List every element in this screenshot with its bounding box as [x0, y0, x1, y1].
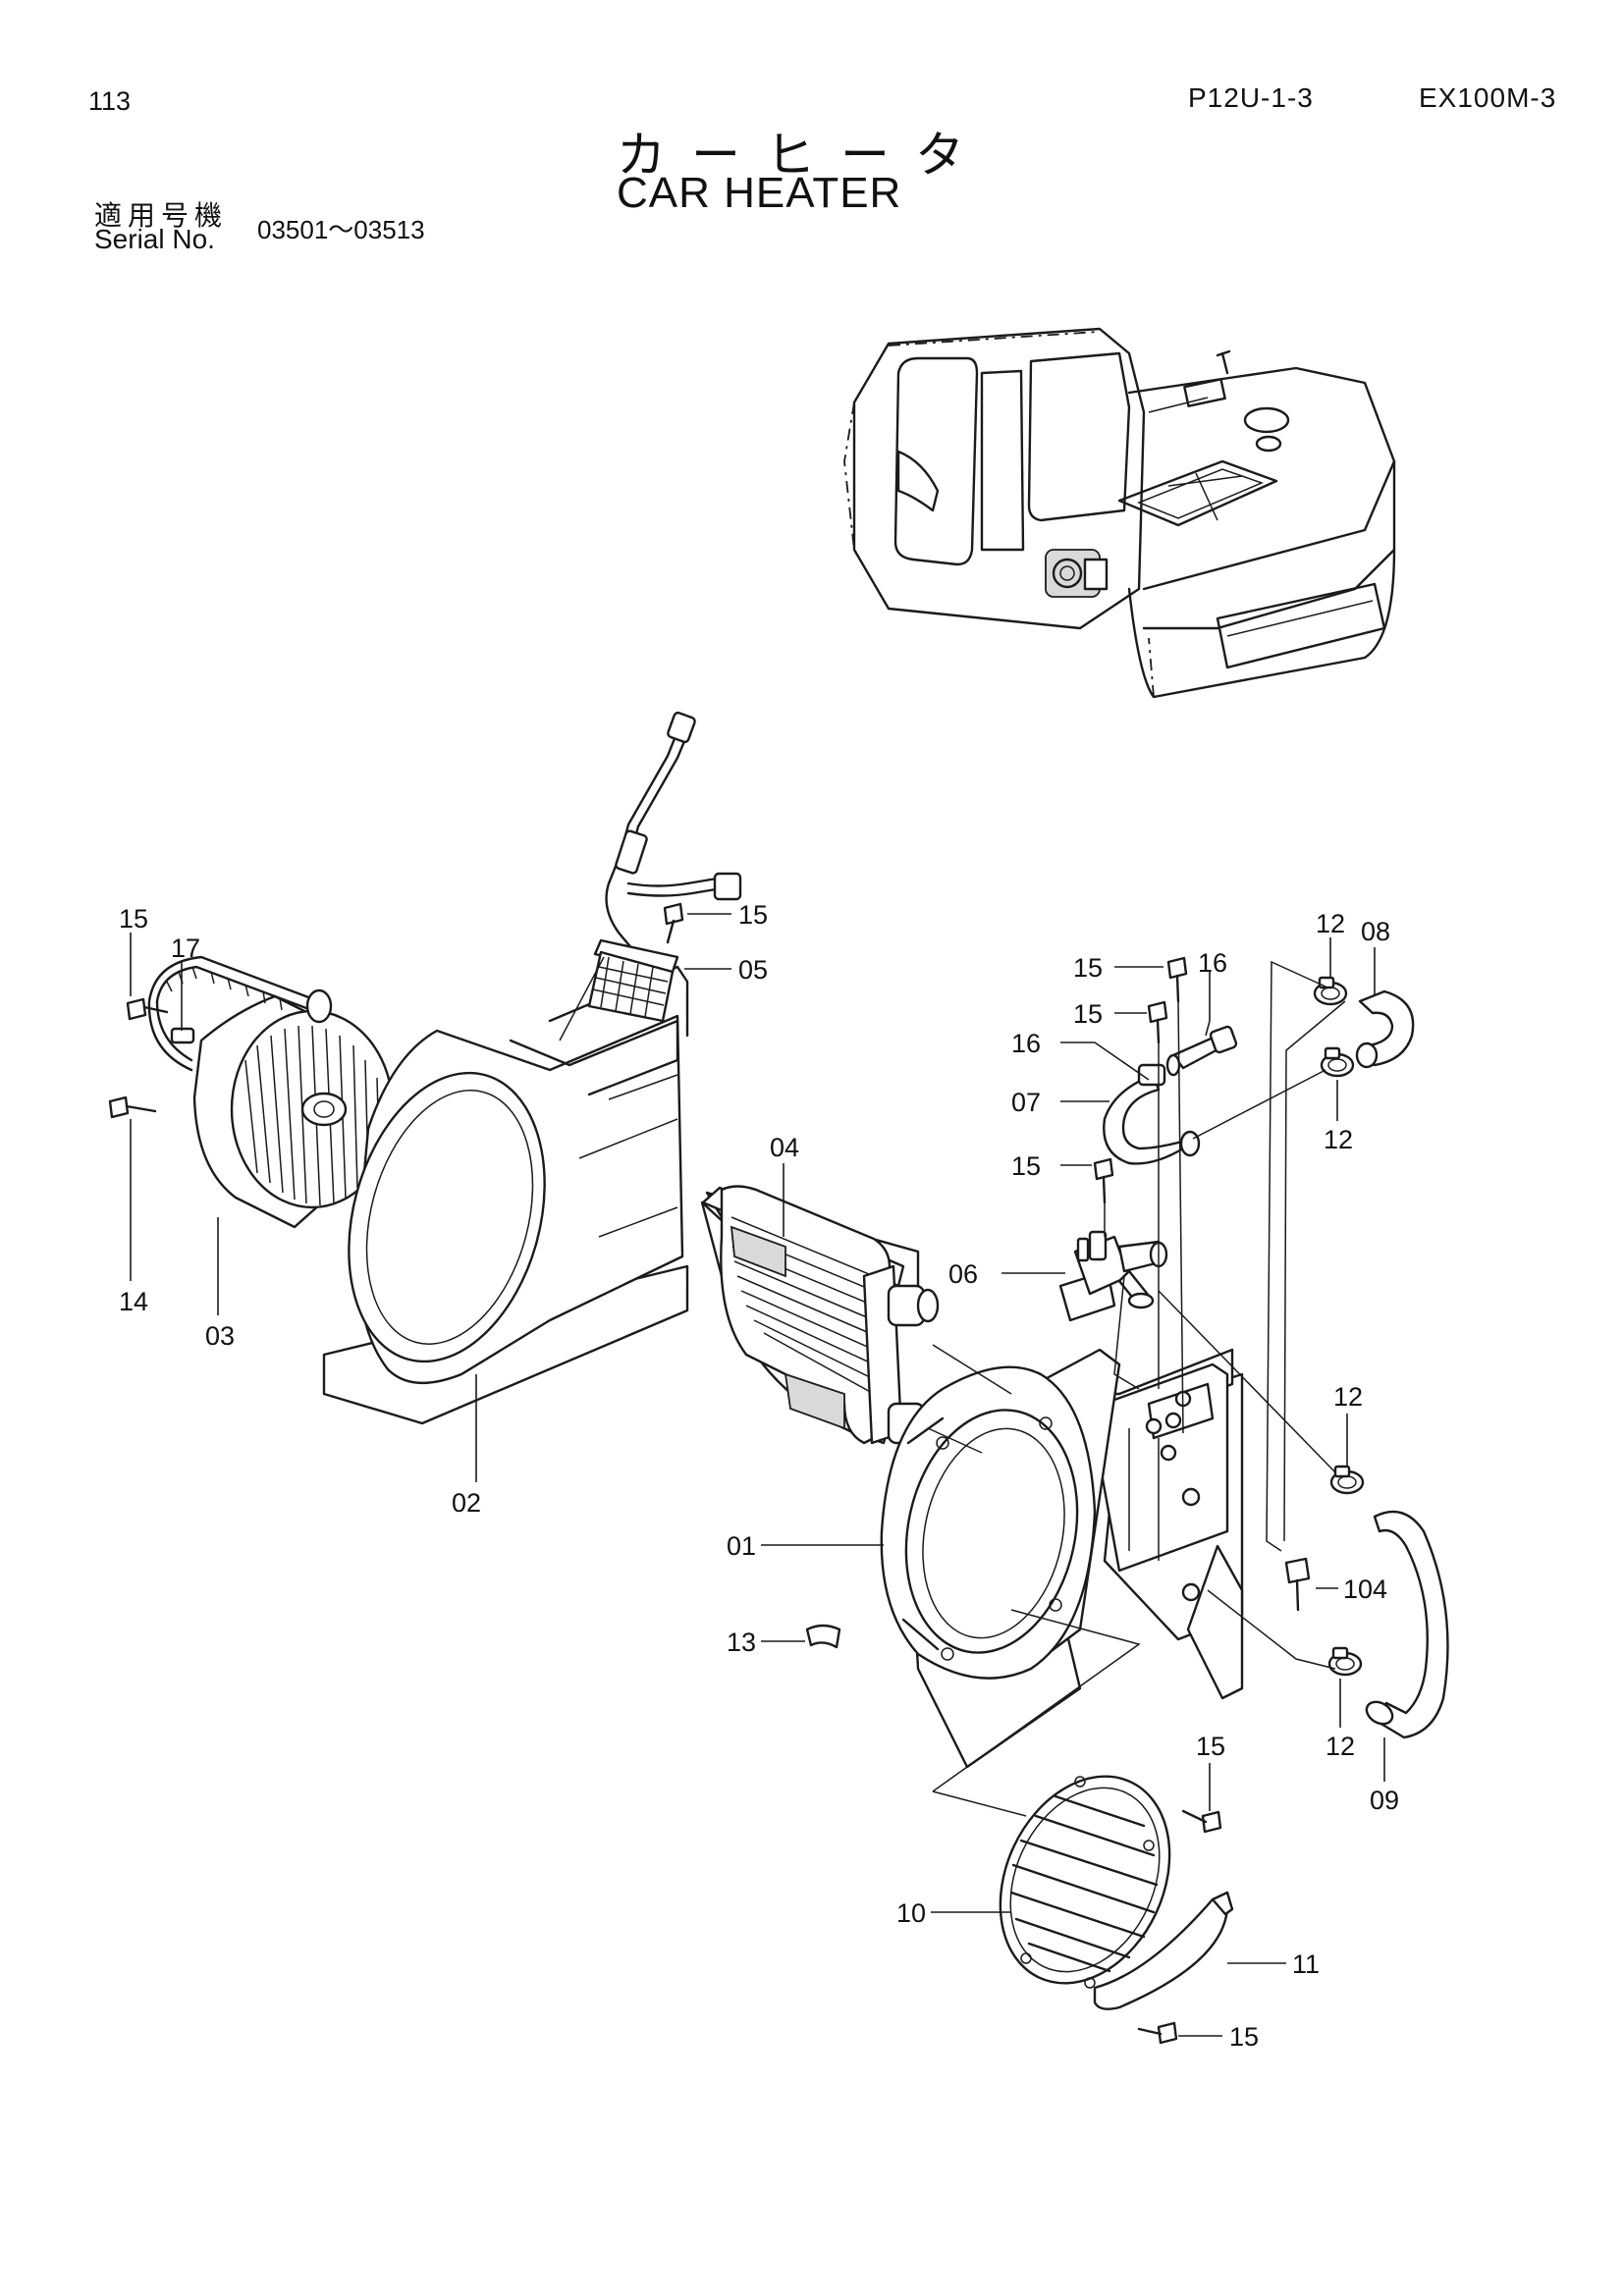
callout-15-pipe-mid: 15	[1073, 999, 1103, 1029]
part-12-hose-clamp-a	[1313, 976, 1348, 1006]
part-13-clip	[805, 1624, 841, 1649]
part-11-bracket	[1093, 1891, 1234, 2010]
assembly-guide-lines	[559, 956, 1346, 1817]
part-15-screw-bracket	[1137, 2021, 1178, 2045]
part-10-grille-cover	[999, 1775, 1171, 1989]
part-15-screw-pipe-mid	[1147, 1000, 1168, 1044]
callout-06: 06	[948, 1259, 978, 1289]
callout-01: 01	[727, 1531, 756, 1561]
callout-03: 03	[205, 1321, 235, 1351]
part-14-bolt	[108, 1095, 157, 1119]
callout-labels: 15 17 14 03 02 15 05 04 06 01 13 15 16 1…	[119, 900, 1399, 2052]
part-15-screw-pipe-top	[1166, 956, 1188, 1003]
callout-15-resistor: 15	[738, 900, 768, 930]
callout-09: 09	[1370, 1786, 1399, 1815]
part-15-screw-cover	[1181, 1809, 1222, 1834]
callout-04: 04	[770, 1133, 799, 1162]
part-06-water-valve	[1058, 1230, 1168, 1322]
callout-10: 10	[896, 1898, 926, 1928]
callout-12-lower: 12	[1325, 1732, 1355, 1761]
callout-17: 17	[171, 934, 200, 963]
callout-07: 07	[1011, 1088, 1041, 1117]
part-12-hose-clamp-c	[1329, 1465, 1365, 1495]
part-12-hose-clamp-d	[1327, 1646, 1363, 1677]
callout-leader-lines	[130, 913, 1385, 2037]
callout-08: 08	[1361, 917, 1390, 946]
callout-104: 104	[1343, 1575, 1387, 1604]
callout-15-cover: 15	[1196, 1732, 1225, 1761]
part-09-hose	[1365, 1510, 1449, 1739]
part-104-bolt	[1284, 1557, 1311, 1612]
part-16-pipe	[1165, 1025, 1238, 1077]
callout-05: 05	[738, 955, 768, 985]
callout-11: 11	[1292, 1949, 1320, 1979]
title-english: CAR HEATER	[617, 169, 902, 217]
part-08-hose	[1355, 989, 1415, 1069]
part-04-heater-core	[700, 1185, 940, 1445]
callout-02: 02	[452, 1488, 481, 1518]
title-japanese: カーヒータ	[617, 127, 990, 184]
page-number: 113	[88, 86, 132, 116]
callout-12-upper: 12	[1324, 1125, 1353, 1154]
callout-15-left: 15	[119, 904, 148, 934]
callout-13: 13	[727, 1628, 756, 1657]
callout-15-valve: 15	[1011, 1151, 1041, 1181]
part-15-screw-left	[126, 997, 169, 1021]
excavator-upper-structure-illustration	[843, 327, 1396, 699]
callout-15-pipe-top: 15	[1073, 953, 1103, 983]
callout-12-middle: 12	[1333, 1382, 1363, 1412]
part-07-hose	[1103, 1063, 1201, 1165]
callout-16-left: 16	[1011, 1029, 1041, 1058]
callout-12-top: 12	[1316, 909, 1345, 938]
model-code: EX100M-3	[1419, 82, 1557, 113]
callout-14: 14	[119, 1287, 148, 1316]
serial-label-japanese: 適用号機	[94, 199, 229, 232]
callout-16-top: 16	[1198, 948, 1227, 978]
serial-range: 03501～03513	[257, 215, 425, 244]
part-15-screw-resistor	[663, 902, 684, 944]
serial-label-english: Serial No.	[94, 224, 215, 254]
part-01-heater-case	[880, 1348, 1244, 1769]
document-code: P12U-1-3	[1188, 82, 1314, 113]
part-03-blower-fan-motor	[147, 955, 395, 1229]
part-02-fan-housing	[322, 965, 689, 1425]
callout-15-bracket: 15	[1229, 2022, 1259, 2052]
part-15-screw-valve	[1093, 1157, 1114, 1204]
part-12-hose-clamp-b	[1320, 1046, 1355, 1078]
part-05-resistor-harness	[587, 711, 742, 1023]
